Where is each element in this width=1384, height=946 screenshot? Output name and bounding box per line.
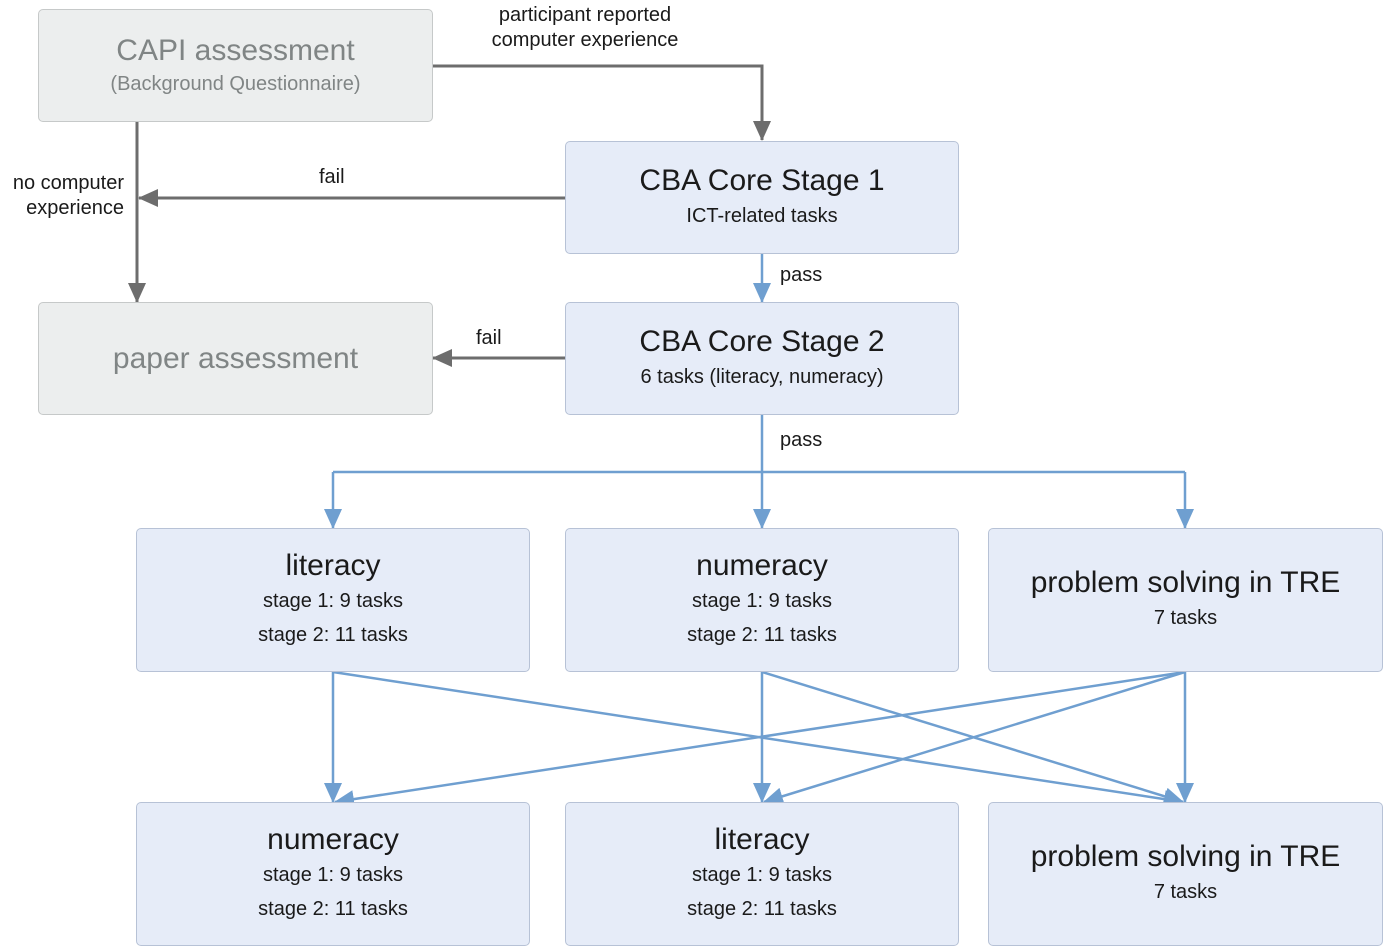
problem-solving-module-1-box: problem solving in TRE 7 tasks [988, 528, 1383, 672]
label-reported-line1: participant reported [498, 4, 672, 26]
label-fail-core1: fail [319, 166, 345, 188]
num1-stage2: stage 2: 11 tasks [687, 624, 837, 646]
edge-ps1-to-lit2 [763, 670, 1186, 805]
label-no-computer-experience: no computer experience [0, 171, 124, 221]
label-reported-line2: computer experience [491, 29, 679, 51]
label-pass-core1: pass [780, 264, 823, 286]
literacy-module-1-box: literacy stage 1: 9 tasks stage 2: 11 ta… [136, 528, 530, 672]
num2-stage1: stage 1: 9 tasks [262, 864, 404, 886]
ps2-tasks: 7 tasks [1153, 881, 1218, 903]
lit2-title: literacy [714, 823, 810, 856]
core1-title: CBA Core Stage 1 [639, 163, 885, 197]
problem-solving-module-2-box: problem solving in TRE 7 tasks [988, 802, 1383, 946]
label-fail-core2: fail [476, 327, 502, 349]
numeracy-module-2-box: numeracy stage 1: 9 tasks stage 2: 11 ta… [136, 802, 530, 946]
edge-ps1-to-num2 [334, 670, 1186, 809]
num2-stage2: stage 2: 11 tasks [258, 898, 408, 920]
num1-stage1: stage 1: 9 tasks [691, 590, 833, 612]
paper-title: paper assessment [112, 341, 359, 375]
capi-subtitle: (Background Questionnaire) [110, 72, 361, 95]
core2-subtitle: 6 tasks (literacy, numeracy) [640, 365, 884, 388]
ps1-title: problem solving in TRE [1030, 566, 1341, 599]
lit2-stage2: stage 2: 11 tasks [687, 898, 837, 920]
capi-title: CAPI assessment [116, 33, 355, 67]
cba-core-stage-2-box: CBA Core Stage 2 6 tasks (literacy, nume… [565, 302, 959, 415]
num1-title: numeracy [696, 549, 828, 582]
num2-title: numeracy [267, 823, 399, 856]
lit2-stage1: stage 1: 9 tasks [691, 864, 833, 886]
label-participant-reported: participant reported computer experience [470, 3, 700, 53]
ps2-title: problem solving in TRE [1030, 840, 1341, 873]
numeracy-module-1-box: numeracy stage 1: 9 tasks stage 2: 11 ta… [565, 528, 959, 672]
ps1-tasks: 7 tasks [1153, 607, 1218, 629]
paper-assessment-box: paper assessment [38, 302, 433, 415]
label-no-exp-line2: experience [26, 197, 124, 219]
literacy-module-2-box: literacy stage 1: 9 tasks stage 2: 11 ta… [565, 802, 959, 946]
edge-capi-to-core1 [433, 64, 771, 141]
lit1-stage2: stage 2: 11 tasks [258, 624, 408, 646]
cba-core-stage-1-box: CBA Core Stage 1 ICT-related tasks [565, 141, 959, 254]
lit1-stage1: stage 1: 9 tasks [262, 590, 404, 612]
core2-title: CBA Core Stage 2 [639, 324, 885, 358]
label-pass-core2: pass [780, 429, 823, 451]
capi-assessment-box: CAPI assessment (Background Questionnair… [38, 9, 433, 122]
lit1-title: literacy [285, 549, 381, 582]
core1-subtitle: ICT-related tasks [686, 204, 838, 227]
label-no-exp-line1: no computer [12, 172, 124, 194]
